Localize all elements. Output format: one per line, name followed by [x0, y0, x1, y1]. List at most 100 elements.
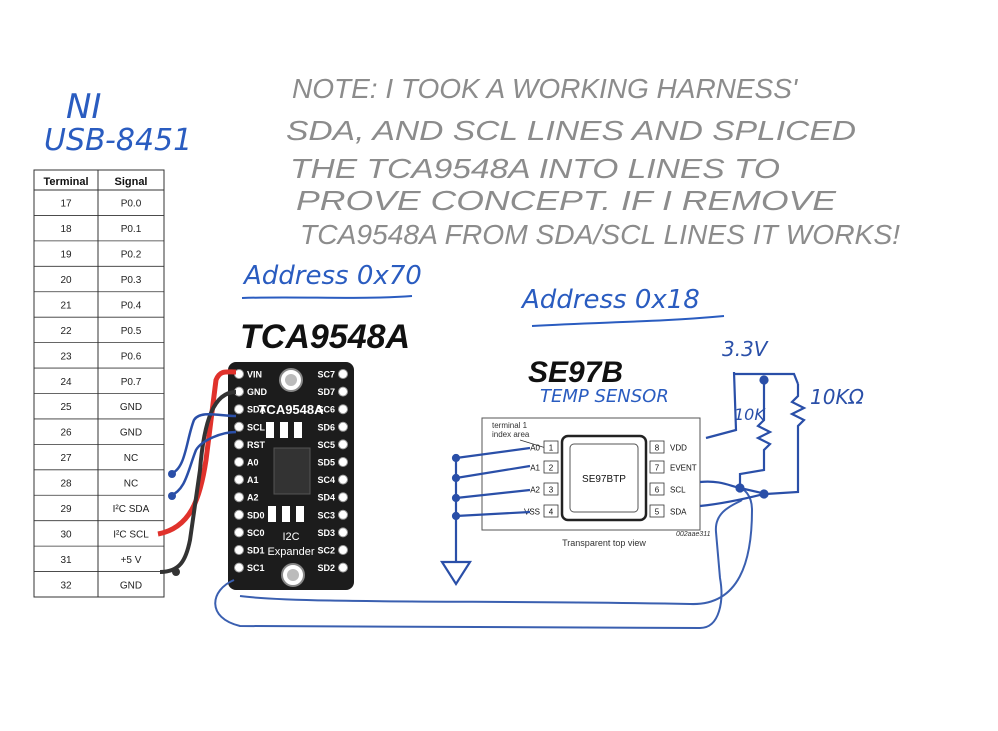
table-cell-signal: P0.6	[121, 351, 142, 362]
sensor-part-label: SE97B	[528, 356, 623, 389]
wire-bus-bottom-2	[239, 485, 754, 606]
note-line-2: SDA, AND SCL LINES AND SPLICED	[286, 115, 856, 146]
mux-pin-label-left: A2	[247, 493, 259, 503]
table-cell-terminal: 24	[60, 377, 72, 388]
resistor-1-zigzag	[738, 380, 773, 490]
wire-bus-bottom	[214, 499, 743, 630]
wire-black-gnd	[159, 390, 237, 574]
mux-pin-hole-right	[338, 457, 348, 467]
mux-pin-label-left: VIN	[247, 370, 262, 380]
table-cell-terminal: 30	[60, 529, 72, 540]
mux-pin-hole-right	[338, 439, 348, 450]
mux-pin-label-right: SD4	[317, 493, 335, 503]
sensor-pin-num-right: 8	[655, 444, 660, 453]
table-cell-signal: P0.3	[121, 275, 142, 286]
sensor-pin-box-right	[649, 504, 665, 518]
sensor-pin-box-right	[649, 482, 665, 496]
mux-pin-hole-left	[234, 439, 244, 450]
sensor-pin-num-right: 7	[655, 464, 660, 473]
mux-pin-label-right: SC2	[317, 546, 335, 556]
usb-label-line2: USB-8451	[44, 123, 192, 158]
sensor-pin-box-left	[543, 482, 559, 496]
mux-pin-label-right: SC4	[317, 475, 335, 485]
note-text: NOTE: I TOOK A WORKING HARNESS' SDA, AND…	[286, 73, 900, 250]
table-cell-signal: P0.1	[121, 224, 142, 235]
table-cell-signal: +5 V	[121, 555, 142, 566]
mux-pin-label-right: SD6	[317, 422, 335, 432]
sensor-pin-num-left: 4	[549, 508, 554, 517]
table-cell-signal: NC	[124, 479, 138, 490]
sensor-pin-num-left: 3	[549, 486, 554, 495]
note-line-4: PROVE CONCEPT. IF I REMOVE	[296, 185, 836, 216]
table-cell-signal: P0.4	[121, 300, 142, 311]
mux-pin-label-left: SCL	[247, 422, 266, 432]
sensor-figure-code: 002aae311	[676, 531, 711, 538]
sensor-address-underline	[531, 315, 725, 327]
mux-pin-label-right: SD2	[317, 563, 335, 573]
table-cell-signal: P0.2	[121, 250, 142, 261]
table-cell-signal: P0.7	[121, 377, 142, 388]
table-cell-terminal: 31	[60, 555, 72, 566]
mux-pin-hole-left	[234, 527, 244, 538]
wire-sda	[169, 413, 237, 476]
mux-pin-hole-left	[234, 492, 244, 503]
table-cell-signal: GND	[120, 428, 142, 439]
mux-pin-hole-right	[338, 509, 348, 520]
sensor-pin-name-left: VSS	[524, 508, 540, 517]
terminal-note-2: index area	[492, 430, 530, 439]
mux-pin-hole-right	[338, 474, 348, 485]
mux-pin-hole-right	[338, 404, 348, 415]
mux-pin-hole-right	[338, 562, 348, 573]
mux-address-underline	[241, 295, 413, 299]
table-cell-signal: GND	[120, 402, 142, 413]
harness-wires	[157, 369, 754, 630]
sensor-ground-wiring	[439, 446, 531, 587]
mux-pin-label-left: SC0	[247, 528, 265, 538]
wire-red-5v	[157, 369, 237, 537]
table-cell-terminal: 27	[60, 453, 72, 464]
note-line-1: NOTE: I TOOK A WORKING HARNESS'	[292, 73, 799, 104]
table-cell-signal: GND	[120, 580, 142, 591]
pullup-network	[699, 371, 807, 508]
sensor-pin-box-left	[543, 504, 559, 518]
mux-pin-label-left: GND	[247, 387, 268, 397]
table-cell-signal: P0.5	[121, 326, 142, 337]
resistor-2-label: 10KΩ	[810, 385, 865, 409]
mux-pin-hole-left	[234, 509, 244, 520]
table-cell-signal: I²C SCL	[113, 529, 149, 540]
table-cell-signal: P0.0	[121, 199, 142, 210]
table-cell-terminal: 19	[60, 250, 72, 261]
table-header-signal: Signal	[114, 176, 147, 188]
sensor-chip-name: SE97BTP	[582, 474, 626, 485]
sensor-pin-box-right	[649, 460, 665, 474]
mux-pin-label-left: SD1	[247, 546, 265, 556]
mux-part-label: TCA9548A	[240, 318, 410, 356]
sensor-pin-name-left: A0	[530, 444, 540, 453]
mux-board-footer-2: Expander	[267, 546, 314, 558]
sensor-pin-name-left: A1	[530, 464, 540, 473]
table-cell-terminal: 23	[60, 351, 72, 362]
mux-pin-label-left: A1	[247, 475, 259, 485]
mux-pin-hole-right	[338, 545, 348, 555]
table-cell-signal: I²C SDA	[113, 504, 150, 515]
mux-pin-label-left: RST	[247, 440, 266, 450]
terminal-note-1: terminal 1	[492, 421, 528, 430]
sensor-package: terminal 1 index area SE97BTP 1A02A13A24…	[481, 417, 711, 548]
ground-symbol	[439, 536, 473, 587]
mux-pin-hole-left	[234, 545, 244, 555]
table-header-terminal: Terminal	[43, 176, 88, 188]
mux-pin-hole-left	[234, 421, 244, 432]
mux-address-label: Address 0x70	[242, 261, 422, 291]
mux-pin-label-left: SC1	[247, 563, 265, 573]
sensor-pin-box-left	[543, 460, 559, 474]
mux-pin-label-right: SC6	[317, 405, 335, 415]
mux-pin-label-right: SD7	[317, 387, 335, 397]
sensor-pin-box-right	[649, 440, 665, 454]
mux-pin-label-right: SC5	[317, 440, 335, 450]
mux-pin-hole-right	[338, 492, 348, 503]
table-cell-terminal: 21	[60, 300, 72, 311]
sensor-address-label: Address 0x18	[520, 285, 700, 315]
mux-pin-hole-left	[234, 562, 244, 573]
